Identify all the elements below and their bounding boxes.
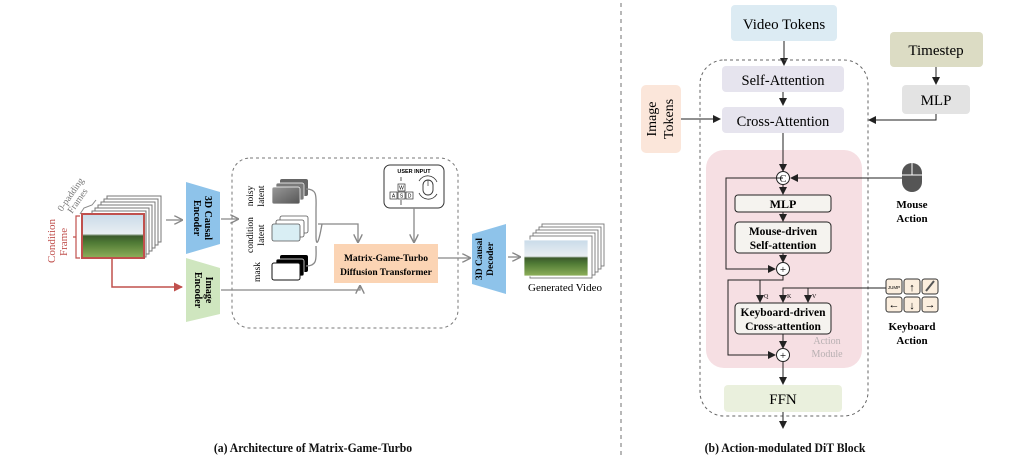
keyboard-action-label-line1: Keyboard <box>888 321 935 333</box>
3d-causal-decoder <box>472 224 506 294</box>
dit-block-container <box>699 59 869 417</box>
keyboard-attn-label-line1: Keyboard-driven <box>741 307 827 319</box>
condition-latent-stack <box>271 215 309 242</box>
key-d <box>405 191 414 200</box>
concat-symbol: C <box>780 174 787 185</box>
keyboard-attn-label-line2: Cross-attention <box>745 321 821 333</box>
3d-causal-encoder <box>186 182 220 254</box>
dit-input-container <box>231 157 459 329</box>
key-a <box>389 191 398 200</box>
action-module-label-line2: Module <box>811 349 843 360</box>
skip-connection-2 <box>727 276 784 359</box>
image-encoder <box>186 258 220 322</box>
image-tokens-box <box>641 85 681 153</box>
dit-label-line1: Matrix-Game-Turbo <box>344 254 428 264</box>
mask-stack <box>271 255 308 281</box>
mouse-rotate-icon <box>418 175 438 200</box>
cross-attention-box <box>722 107 844 133</box>
key-s <box>397 191 406 200</box>
up-key <box>903 278 921 295</box>
video-tokens-label: Video Tokens <box>743 17 826 33</box>
decoder-label-line2: Decoder <box>486 241 496 276</box>
image-encoder-label-line2: Encoder <box>192 272 203 309</box>
add-symbol-2: + <box>780 350 786 362</box>
image-tokens-label-line2: Tokens <box>662 99 677 139</box>
jump-key <box>885 278 903 295</box>
user-input-box: USER INPUT W A S D <box>383 164 445 209</box>
self-attention-label: Self-Attention <box>742 73 826 89</box>
noisy-label-line1: noisy <box>246 185 256 206</box>
action-module-label-line1: Action <box>813 336 840 347</box>
diffusion-transformer-box <box>334 244 438 283</box>
v-label: V <box>812 294 817 300</box>
mouse-attn-label-line2: Self-attention <box>750 240 817 252</box>
jump-key-label: JUMP <box>888 285 900 290</box>
arrow-image-encoder-to-dit <box>221 286 360 290</box>
condition-frame-brace <box>73 215 80 259</box>
generated-video-frame <box>523 239 589 277</box>
keyboard-action-label-line2: Action <box>896 335 927 347</box>
caption-right: (b) Action-modulated DiT Block <box>704 440 866 455</box>
image-encoder-label-line1: Image <box>203 277 214 304</box>
condition-frame-image <box>81 213 145 259</box>
mouse-action-label-line1: Mouse <box>896 199 927 211</box>
noisy-latent-stack <box>271 179 308 205</box>
timestep-label: Timestep <box>908 43 963 59</box>
arrow-condition-to-image-encoder <box>111 258 183 292</box>
zero-padding-frames-label: 0-padding Frames <box>56 176 90 215</box>
sword-icon <box>925 280 935 292</box>
arrow-mlp-to-block <box>868 114 937 124</box>
decoder-label-line1: 3D Causal <box>475 238 485 280</box>
action-mlp-label: MLP <box>770 197 797 211</box>
timestep-mlp-box <box>902 85 970 114</box>
ffn-label: FFN <box>769 392 797 408</box>
up-arrow-icon: ↑ <box>909 282 915 294</box>
zero-padding-brace <box>79 199 97 215</box>
noisy-label-line2: latent <box>257 185 267 206</box>
add-symbol-1: + <box>780 264 786 276</box>
generated-video-label: Generated Video <box>528 282 602 294</box>
condition-frame-label-line1: Condition <box>46 218 58 263</box>
add-node-1 <box>776 262 790 276</box>
mask-label: mask <box>253 262 263 282</box>
condition-latent-label-line1: condition <box>246 217 256 253</box>
mouse-action-label-line2: Action <box>896 213 927 225</box>
left-arrow-icon: ← <box>889 299 900 311</box>
mouse-action-icon <box>902 163 922 192</box>
generated-video-stack <box>523 223 605 279</box>
down-arrow-icon: ↓ <box>909 300 915 312</box>
keyboard-action-icon: JUMP ↑ ← ↓ → <box>885 278 939 313</box>
latent-merge-brace <box>305 188 323 267</box>
arrow-latents-to-dit <box>318 223 358 242</box>
cross-attention-label: Cross-Attention <box>737 114 830 130</box>
self-attention-box <box>722 66 844 92</box>
key-d-label: D <box>408 194 412 200</box>
q-label: Q <box>764 294 769 300</box>
timestep-mlp-label: MLP <box>921 93 952 109</box>
encoder-label-line1: 3D Causal <box>202 196 213 240</box>
right-key <box>921 296 939 313</box>
condition-frame-label-line2: Frame <box>58 228 70 256</box>
key-a-label: A <box>392 194 396 200</box>
caption-left: (a) Architecture of Matrix-Game-Turbo <box>213 440 413 455</box>
dit-label-line2: Diffusion Transformer <box>340 268 433 278</box>
k-label: K <box>787 294 792 300</box>
key-s-label: S <box>400 194 404 200</box>
down-key <box>903 296 921 313</box>
left-key <box>885 296 903 313</box>
image-tokens-label-line1: Image <box>645 102 660 137</box>
mouse-attn-label-line1: Mouse-driven <box>749 226 818 238</box>
timestep-box <box>890 32 983 67</box>
skip-connection-1 <box>725 177 783 273</box>
add-node-2 <box>776 348 790 362</box>
key-w <box>397 183 406 192</box>
right-arrow-icon: → <box>925 299 936 311</box>
condition-latent-label-line2: latent <box>257 224 267 245</box>
ffn-box <box>724 385 842 412</box>
user-input-label: USER INPUT <box>397 169 431 175</box>
key-w-label: W <box>399 186 404 192</box>
encoder-label-line2: Encoder <box>191 200 202 237</box>
video-tokens-box <box>731 5 837 41</box>
